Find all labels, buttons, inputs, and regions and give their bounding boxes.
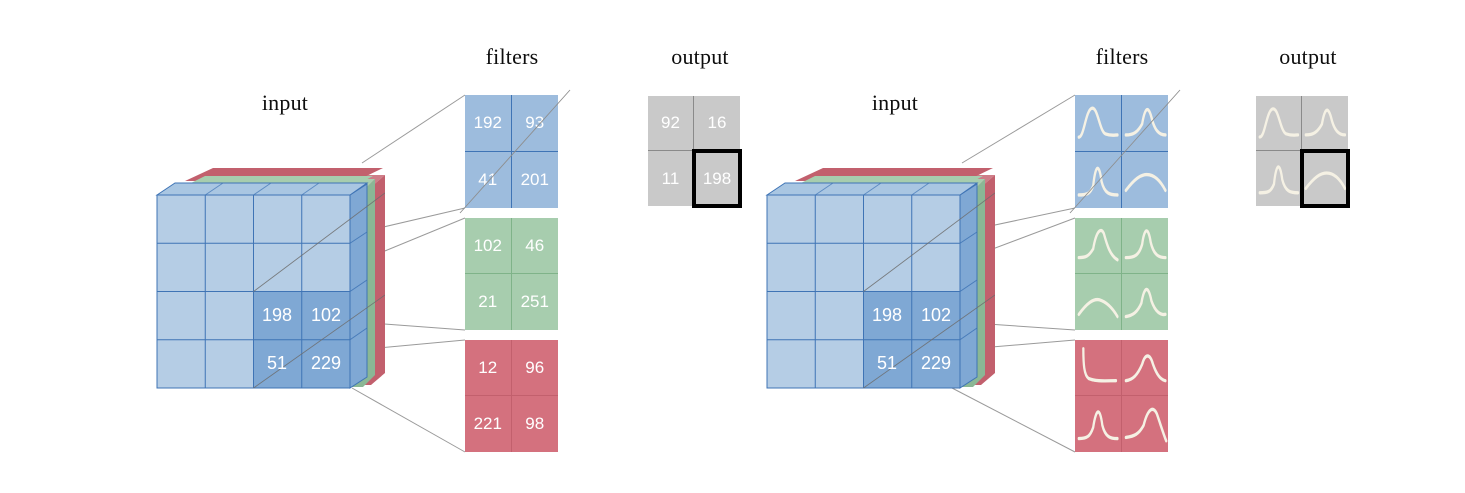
filter-glyph-cell[interactable] — [1121, 218, 1168, 274]
right-filter-blue[interactable] — [1075, 95, 1168, 208]
filter-cell[interactable]: 98 — [511, 396, 558, 452]
output-cell[interactable]: 16 — [694, 96, 740, 151]
filter-cell[interactable]: 102 — [465, 218, 512, 274]
right-filters-label: filters — [1095, 44, 1149, 69]
output-cell[interactable]: 11 — [648, 151, 694, 206]
filter-cell[interactable]: 46 — [511, 218, 558, 274]
filter-cell[interactable]: 221 — [465, 396, 512, 452]
cube-cell-value: 198 — [872, 305, 902, 325]
left-input-label: input — [261, 90, 309, 115]
output-glyph-cell[interactable] — [1256, 96, 1302, 151]
left-filter-red[interactable]: 12 96 221 98 — [465, 340, 558, 452]
right-input-cube: 198 102 51 229 — [755, 135, 995, 390]
filter-cell[interactable]: 192 — [465, 95, 512, 152]
left-filter-blue[interactable]: 192 93 41 201 — [465, 95, 558, 208]
filter-cell[interactable]: 93 — [511, 95, 558, 152]
output-cell[interactable]: 92 — [648, 96, 694, 151]
right-input-label: input — [871, 90, 919, 115]
filter-glyph-cell[interactable] — [1075, 95, 1122, 152]
filter-glyph-cell[interactable] — [1121, 274, 1168, 330]
cube-cell-value: 102 — [921, 305, 951, 325]
right-filter-green[interactable] — [1075, 218, 1168, 330]
right-output-grid[interactable] — [1256, 96, 1350, 208]
filter-cell[interactable]: 41 — [465, 151, 512, 208]
output-cell-highlighted[interactable]: 198 — [692, 149, 742, 208]
output-glyph-cell[interactable] — [1256, 151, 1302, 206]
left-filter-green[interactable]: 102 46 21 251 — [465, 218, 558, 330]
filter-glyph-cell[interactable] — [1075, 218, 1122, 274]
cube-cell-value: 102 — [311, 305, 341, 325]
left-output-label: output — [671, 44, 729, 69]
right-output-label: output — [1279, 44, 1337, 69]
filter-glyph-cell[interactable] — [1075, 396, 1122, 452]
cube-cell-value: 51 — [267, 353, 287, 373]
filter-glyph-cell[interactable] — [1121, 340, 1168, 396]
filter-glyph-cell[interactable] — [1121, 151, 1168, 208]
left-filters-label: filters — [485, 44, 539, 69]
left-output-grid[interactable]: 92 16 11 198 — [648, 96, 742, 208]
cube-cell-value: 229 — [311, 353, 341, 373]
output-glyph-cell[interactable] — [1302, 96, 1348, 151]
filter-cell[interactable]: 96 — [511, 340, 558, 396]
output-glyph-cell-highlighted[interactable] — [1300, 149, 1350, 208]
filter-glyph-cell[interactable] — [1075, 340, 1122, 396]
cube-cell-value: 51 — [877, 353, 897, 373]
filter-cell[interactable]: 201 — [511, 151, 558, 208]
filter-glyph-cell[interactable] — [1075, 274, 1122, 330]
filter-glyph-cell[interactable] — [1121, 396, 1168, 452]
filter-cell[interactable]: 12 — [465, 340, 512, 396]
filter-cell[interactable]: 21 — [465, 274, 512, 330]
filter-glyph-cell[interactable] — [1121, 95, 1168, 152]
filter-glyph-cell[interactable] — [1075, 151, 1122, 208]
left-input-cube: 198 102 51 229 — [145, 135, 385, 390]
right-filter-red[interactable] — [1075, 340, 1168, 452]
cube-cell-value: 229 — [921, 353, 951, 373]
cube-cell-value: 198 — [262, 305, 292, 325]
filter-cell[interactable]: 251 — [511, 274, 558, 330]
